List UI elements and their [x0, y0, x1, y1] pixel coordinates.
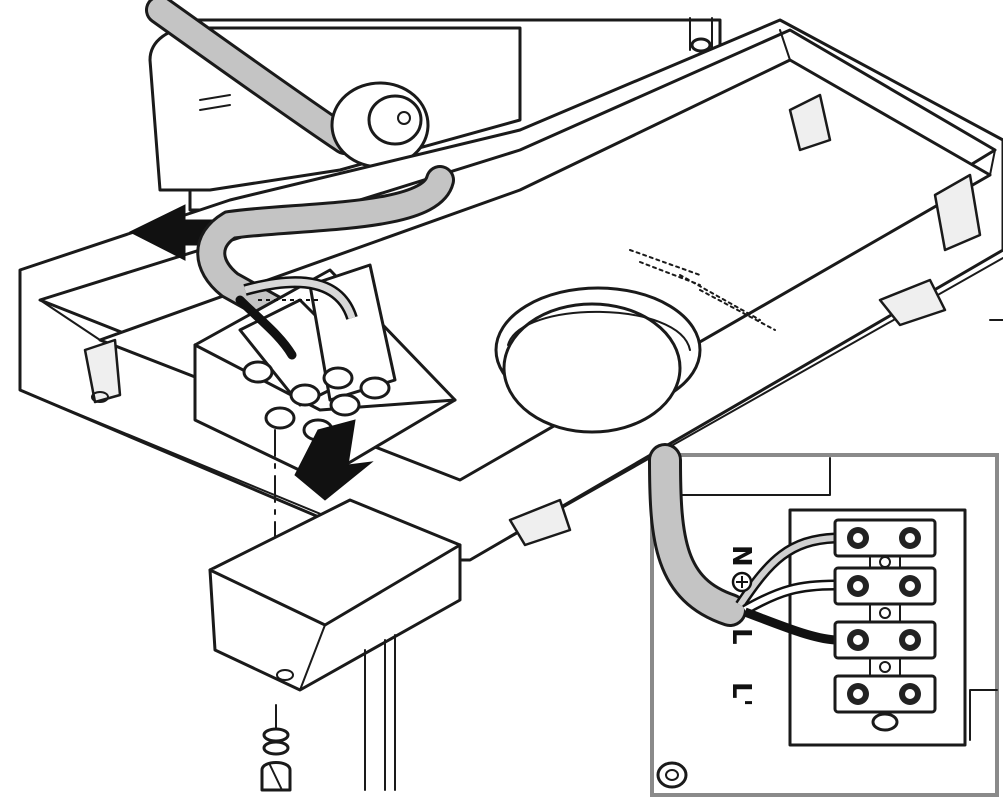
- screw-icon: [260, 704, 292, 792]
- power-cable-lower: [196, 165, 455, 325]
- terminal-strip: [833, 518, 937, 732]
- arrow-down-icon: [294, 419, 374, 501]
- terminal-screws: [242, 360, 391, 442]
- terminal-cover: [208, 498, 462, 791]
- power-cable-top: [145, 0, 360, 155]
- terminal-label-l: L: [726, 628, 756, 645]
- ground-symbol: [731, 571, 753, 593]
- strip-screws: [847, 527, 921, 705]
- light-dome: [494, 286, 702, 434]
- terminal-block: [193, 263, 457, 482]
- terminal-label-n: N: [726, 545, 756, 567]
- terminal-label-l-prime: L': [726, 682, 756, 707]
- wiring-inset: N L L': [648, 443, 999, 797]
